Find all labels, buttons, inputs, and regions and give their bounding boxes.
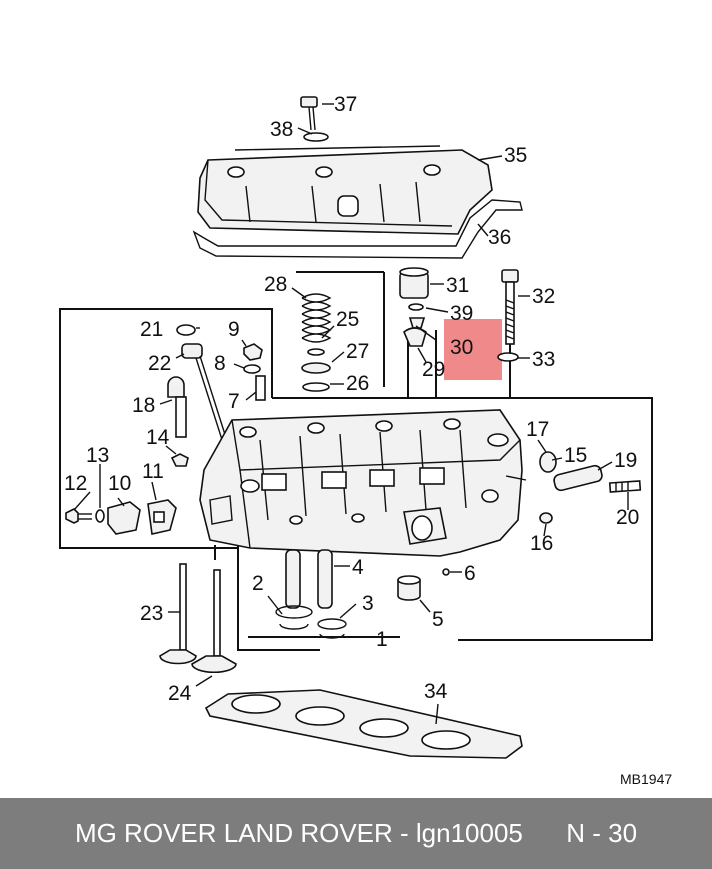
callout-33: 33 bbox=[532, 348, 555, 371]
callout-2: 2 bbox=[252, 572, 264, 595]
callout-25: 25 bbox=[336, 308, 359, 331]
enclosure-frames bbox=[59, 271, 653, 651]
callout-31: 31 bbox=[446, 274, 469, 297]
callout-10: 10 bbox=[108, 472, 131, 495]
callout-11: 11 bbox=[142, 460, 164, 483]
callout-16: 16 bbox=[530, 532, 553, 555]
leader-lines bbox=[73, 103, 629, 725]
reference-code: MB1947 bbox=[620, 771, 672, 787]
exploded-parts-diagram: 37 38 35 36 28 31 32 39 25 30 21 9 27 22… bbox=[59, 93, 672, 787]
callout-20: 20 bbox=[616, 506, 639, 529]
callout-35: 35 bbox=[504, 144, 527, 167]
callout-36: 36 bbox=[488, 226, 511, 249]
footer-bar: MG ROVER LAND ROVER - lgn10005 N - 30 bbox=[0, 798, 712, 869]
valve-guides-and-valves bbox=[159, 549, 450, 674]
callout-7: 7 bbox=[228, 390, 240, 413]
footer-text: MG ROVER LAND ROVER - lgn10005 N - 30 bbox=[74, 818, 638, 848]
cylinder-head-bolt bbox=[497, 269, 519, 362]
callout-3: 3 bbox=[362, 592, 374, 615]
callout-24: 24 bbox=[168, 682, 192, 705]
callout-21: 21 bbox=[140, 318, 163, 341]
callout-29: 29 bbox=[422, 358, 445, 381]
callout-12: 12 bbox=[64, 472, 87, 495]
callout-1: 1 bbox=[376, 628, 388, 651]
callout-23: 23 bbox=[140, 602, 163, 625]
callout-39: 39 bbox=[450, 302, 473, 325]
callout-15: 15 bbox=[564, 444, 587, 467]
head-gasket bbox=[204, 689, 523, 759]
highlighted-part-box bbox=[444, 319, 502, 380]
callout-26: 26 bbox=[346, 372, 369, 395]
cam-cover-gasket bbox=[192, 199, 523, 259]
cam-cover bbox=[197, 145, 493, 235]
callout-5: 5 bbox=[432, 608, 444, 631]
callout-17: 17 bbox=[526, 418, 549, 441]
callout-19: 19 bbox=[614, 449, 637, 472]
callout-14: 14 bbox=[146, 426, 170, 449]
callout-30: 30 bbox=[450, 336, 473, 359]
tappet-parts bbox=[399, 267, 429, 347]
callout-6: 6 bbox=[464, 562, 476, 585]
callout-22: 22 bbox=[148, 352, 171, 375]
callout-9: 9 bbox=[228, 318, 240, 341]
right-small-parts bbox=[505, 451, 642, 524]
callout-27: 27 bbox=[346, 340, 369, 363]
cover-bolt bbox=[300, 96, 329, 142]
callout-labels: 37 38 35 36 28 31 32 39 25 30 21 9 27 22… bbox=[64, 93, 672, 787]
valve-spring bbox=[301, 293, 332, 392]
callout-8: 8 bbox=[214, 352, 226, 375]
callout-18: 18 bbox=[132, 394, 155, 417]
callout-13: 13 bbox=[86, 444, 109, 467]
callout-32: 32 bbox=[532, 285, 555, 308]
callout-37: 37 bbox=[334, 93, 357, 116]
callout-38: 38 bbox=[270, 118, 293, 141]
callout-4: 4 bbox=[352, 556, 364, 579]
cylinder-head bbox=[199, 409, 523, 557]
callout-34: 34 bbox=[424, 680, 448, 703]
callout-28: 28 bbox=[264, 273, 287, 296]
